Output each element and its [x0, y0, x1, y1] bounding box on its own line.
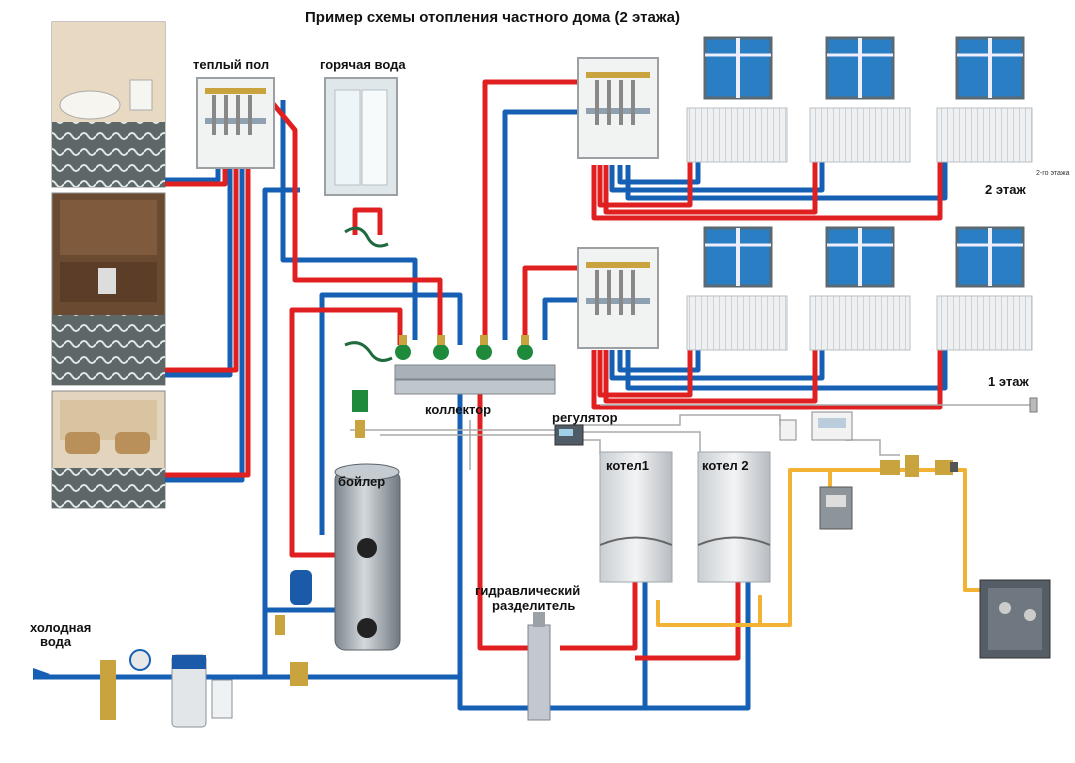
label-regulator: регулятор [552, 410, 618, 425]
thermostat [779, 411, 853, 441]
radiator-manifold-floor2 [577, 57, 659, 159]
radiator [936, 107, 1033, 163]
window [955, 226, 1025, 288]
radiator-manifold-floor1 [577, 247, 659, 349]
floor2-radiators [686, 107, 1033, 163]
shower-cabin [324, 77, 398, 248]
label-collector: коллектор [425, 402, 492, 417]
wall-sensor [1029, 397, 1038, 413]
label-cold-water-line1: холодная [30, 620, 92, 635]
window [703, 36, 773, 100]
diagram-title: Пример схемы отопления частного дома (2 … [305, 9, 680, 26]
circulation-pump [517, 335, 533, 360]
water-inlet-arrow [33, 668, 50, 680]
living-room-photo [51, 390, 166, 509]
radiator [809, 107, 911, 163]
control-wires [350, 404, 1030, 470]
bathroom-photo [51, 21, 166, 188]
supply-pipes [165, 79, 943, 661]
floor1-windows [703, 226, 1025, 288]
gas-cabinet [979, 579, 1051, 659]
water-softener [171, 654, 207, 728]
label-floor-2: 2 этаж [985, 182, 1026, 197]
gas-valves [880, 455, 958, 477]
circulation-pump [476, 335, 492, 360]
kitchen-photo [51, 192, 166, 386]
label-boiler-2: котел 2 [702, 458, 749, 473]
warm-floor-manifold [196, 77, 275, 169]
hydraulic-separator [527, 612, 551, 721]
circulation-pump [433, 335, 449, 360]
label-hydraulic-line2: разделитель [492, 598, 576, 613]
window [825, 226, 895, 288]
regulator [554, 424, 584, 446]
gas-boiler-2 [697, 451, 771, 583]
window [955, 36, 1025, 100]
label-hydraulic-line1: гидравлический [475, 583, 581, 598]
label-warm-floor: теплый пол [193, 57, 270, 72]
label-floor-1: 1 этаж [988, 374, 1029, 389]
window [703, 226, 773, 288]
indirect-boiler-tank [334, 390, 401, 651]
label-hot-water: горячая вода [320, 57, 406, 72]
floor2-windows [703, 36, 1025, 100]
label-tiny-note: 2-го этажа [1036, 170, 1070, 177]
radiator [686, 107, 788, 163]
circulation-pump [395, 335, 411, 360]
pressure-reducer [290, 662, 308, 686]
window [825, 36, 895, 100]
gas-meter [819, 486, 853, 530]
radiator [686, 295, 788, 351]
collector [344, 335, 556, 395]
label-boiler-tank: бойлер [338, 474, 386, 489]
radiator [936, 295, 1033, 351]
gas-boiler-1 [599, 451, 673, 583]
fine-filter [211, 679, 233, 719]
floor1-radiators [686, 295, 1033, 351]
label-boiler-1: котел1 [606, 458, 650, 473]
label-cold-water-line2: вода [40, 634, 72, 649]
radiator [809, 295, 911, 351]
expansion-tank [275, 570, 312, 635]
water-filter [100, 649, 151, 720]
